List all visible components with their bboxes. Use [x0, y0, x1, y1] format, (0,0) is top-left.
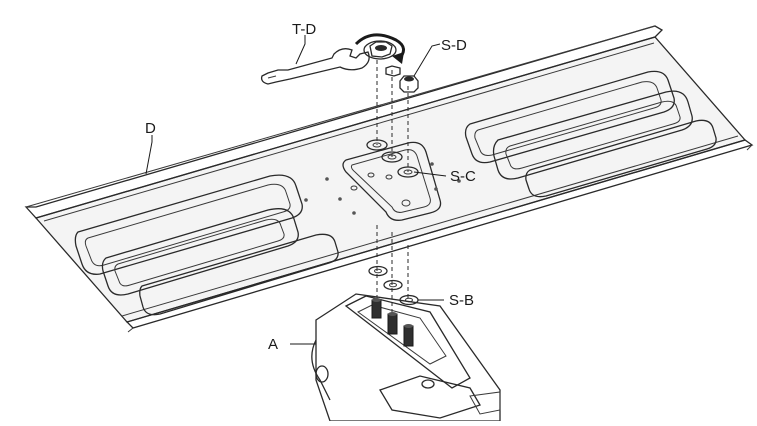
label-screw-c: S-C	[450, 168, 476, 185]
center-recess	[342, 141, 442, 221]
label-tool-d: T-D	[292, 21, 316, 38]
mounting-plate	[24, 25, 754, 333]
nut-top	[385, 65, 419, 93]
leader-lines	[145, 35, 447, 345]
label-plate-d: D	[145, 120, 156, 137]
label-screw-b: S-B	[449, 292, 474, 309]
label-bracket-a: A	[268, 336, 278, 353]
left-rib-group	[74, 174, 339, 316]
wrench-tool	[260, 33, 405, 85]
label-screw-d: S-D	[441, 37, 467, 54]
bracket-a	[311, 293, 501, 422]
right-rib-group	[464, 70, 717, 198]
plate-holes	[304, 162, 461, 215]
alignment-lines	[376, 60, 409, 318]
